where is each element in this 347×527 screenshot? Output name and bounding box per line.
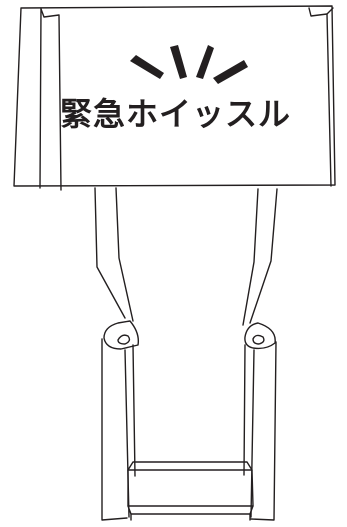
right-leg-outer xyxy=(250,341,277,521)
right-leg-inner xyxy=(250,349,255,518)
tag-outline xyxy=(13,5,336,187)
neck-left-outer xyxy=(94,187,126,319)
left-leg-edge xyxy=(132,344,136,477)
tag-left-fold xyxy=(40,8,62,191)
burst-ray-4 xyxy=(213,60,248,84)
left-leg-outer xyxy=(101,338,128,521)
neck-right-outer xyxy=(249,188,278,324)
crossbar-face xyxy=(127,469,254,507)
left-eyelet xyxy=(103,320,140,350)
right-leg-edge xyxy=(243,344,246,476)
whistle-neck xyxy=(94,187,278,326)
crossbar-top xyxy=(127,461,253,471)
tag-right-fold-edge xyxy=(326,7,334,15)
tag-panel xyxy=(13,5,336,191)
alert-burst-icon xyxy=(130,45,248,84)
tag-right-fold xyxy=(308,7,332,187)
right-eyelet xyxy=(244,322,276,350)
neck-left-inner xyxy=(115,187,134,322)
burst-ray-2 xyxy=(170,45,187,79)
neck-right-inner xyxy=(242,188,259,326)
crossbar-bottom xyxy=(130,513,251,521)
whistle-body xyxy=(101,338,277,521)
tag-left-fold-edge xyxy=(39,8,42,189)
crossbar-lower xyxy=(127,505,254,515)
whistle-label: 緊急ホイッスル xyxy=(60,95,292,133)
burst-ray-3 xyxy=(196,45,214,79)
burst-ray-1 xyxy=(130,55,164,79)
